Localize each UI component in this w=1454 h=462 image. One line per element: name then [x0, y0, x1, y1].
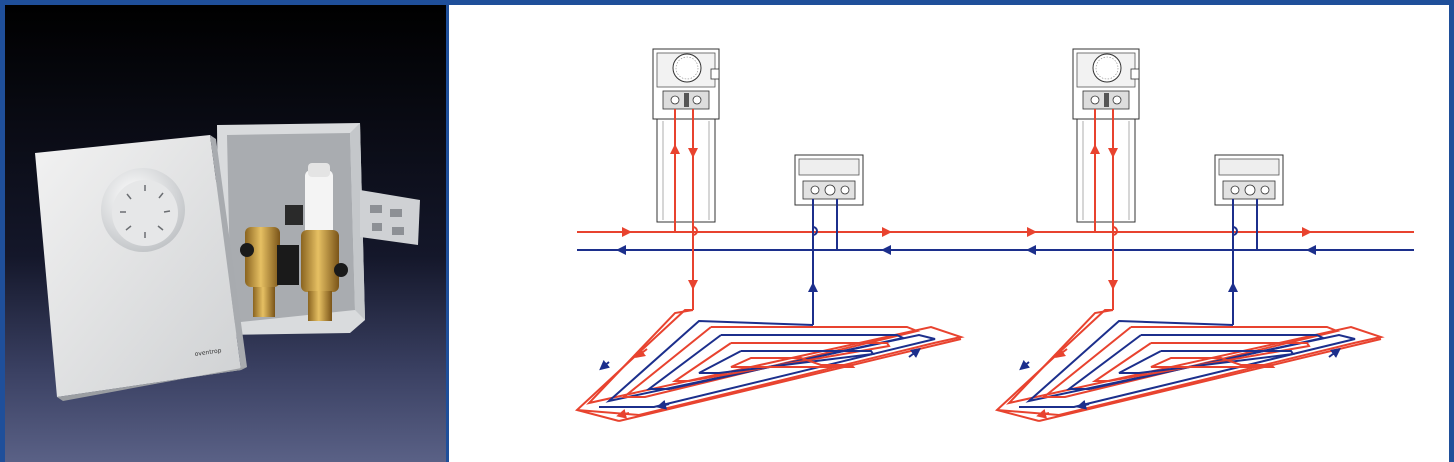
thermostat-cover-plate: oventrop	[35, 135, 247, 401]
wall-valve-box-icon	[794, 154, 864, 206]
heating-unit-2	[994, 48, 1385, 422]
heating-schematic	[574, 48, 1414, 422]
room-thermostat-icon	[652, 48, 720, 223]
floor-heating-coil-icon	[574, 309, 965, 422]
wall-valve-box-icon	[1214, 154, 1284, 206]
floor-heating-coil-icon	[994, 309, 1385, 422]
wall-box	[201, 123, 420, 335]
brand-logo: oventrop	[194, 347, 222, 358]
installation-diagram	[449, 5, 1449, 462]
product-photo-illustration: oventrop	[5, 5, 446, 462]
product-photo: oventrop	[5, 5, 446, 462]
heating-unit-1	[574, 48, 965, 422]
room-thermostat-icon	[1072, 48, 1140, 223]
